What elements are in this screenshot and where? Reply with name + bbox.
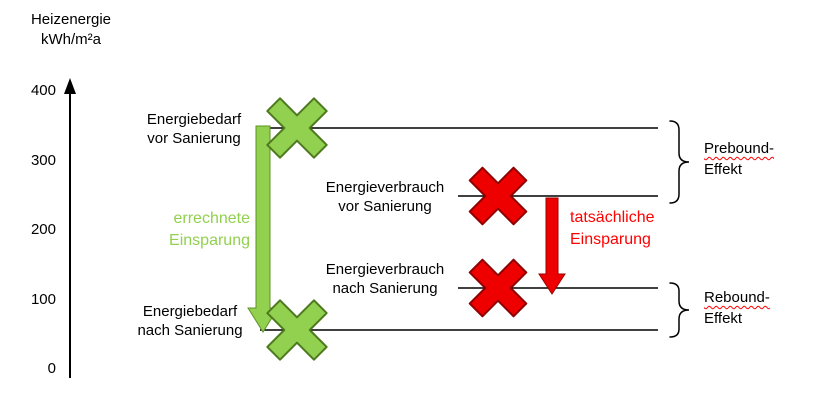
- label-line: Rebound-: [704, 289, 770, 306]
- y-axis-arrowhead-icon: [64, 78, 76, 94]
- green-cross-icon-bedarf-nach: [266, 299, 328, 361]
- label-line: Effekt: [704, 161, 743, 178]
- red-savings-arrow: [538, 197, 566, 295]
- green-savings-arrow: [247, 125, 279, 333]
- y-axis-tick-100: 100: [30, 291, 56, 308]
- green-cross-icon-bedarf-vor: [266, 97, 328, 159]
- label-line: Einsparung: [570, 231, 651, 248]
- label-line: Energiebedarf: [146, 111, 242, 128]
- red-cross-icon-verbrauch-nach: [468, 258, 528, 318]
- label-line: Energiebedarf: [142, 303, 238, 320]
- label-line: Einsparung: [169, 232, 250, 249]
- label-line: Effekt: [704, 310, 743, 327]
- label-tatsaechliche-einsparung: tatsächliche Einsparung: [570, 207, 700, 251]
- label-energieverbrauch-nach-sanierung: Energieverbrauch nach Sanierung: [312, 260, 458, 298]
- label-line: Prebound-: [704, 140, 775, 157]
- y-axis-title-line1: Heizenergie: [30, 11, 112, 28]
- label-energieverbrauch-vor-sanierung: Energieverbrauch vor Sanierung: [312, 178, 458, 216]
- label-errechnete-einsparung: errechnete Einsparung: [138, 208, 250, 252]
- rebound-brace: [669, 282, 690, 338]
- label-line: vor Sanierung: [338, 198, 432, 215]
- label-energiebedarf-vor-sanierung: Energiebedarf vor Sanierung: [130, 110, 258, 148]
- y-axis-tick-0: 0: [47, 360, 56, 377]
- label-line: Energieverbrauch: [325, 261, 445, 278]
- label-energiebedarf-nach-sanierung: Energiebedarf nach Sanierung: [122, 302, 258, 340]
- y-axis-tick-300: 300: [30, 152, 56, 169]
- y-axis-tick-400: 400: [30, 82, 56, 99]
- y-axis-tick-200: 200: [30, 221, 56, 238]
- label-line: vor Sanierung: [147, 130, 241, 147]
- label-prebound-effekt: Prebound- Effekt: [704, 138, 816, 180]
- red-cross-icon-verbrauch-vor: [468, 166, 528, 226]
- prebound-brace: [669, 120, 690, 204]
- label-line: Energieverbrauch: [325, 179, 445, 196]
- label-line: nach Sanierung: [332, 280, 438, 297]
- y-axis-title: Heizenergie kWh/m²a: [16, 10, 126, 50]
- label-rebound-effekt: Rebound- Effekt: [704, 287, 816, 329]
- label-line: errechnete: [173, 210, 251, 227]
- y-axis-title-line2: kWh/m²a: [41, 31, 101, 48]
- label-line: nach Sanierung: [137, 322, 243, 339]
- label-line: tatsächliche: [570, 209, 655, 226]
